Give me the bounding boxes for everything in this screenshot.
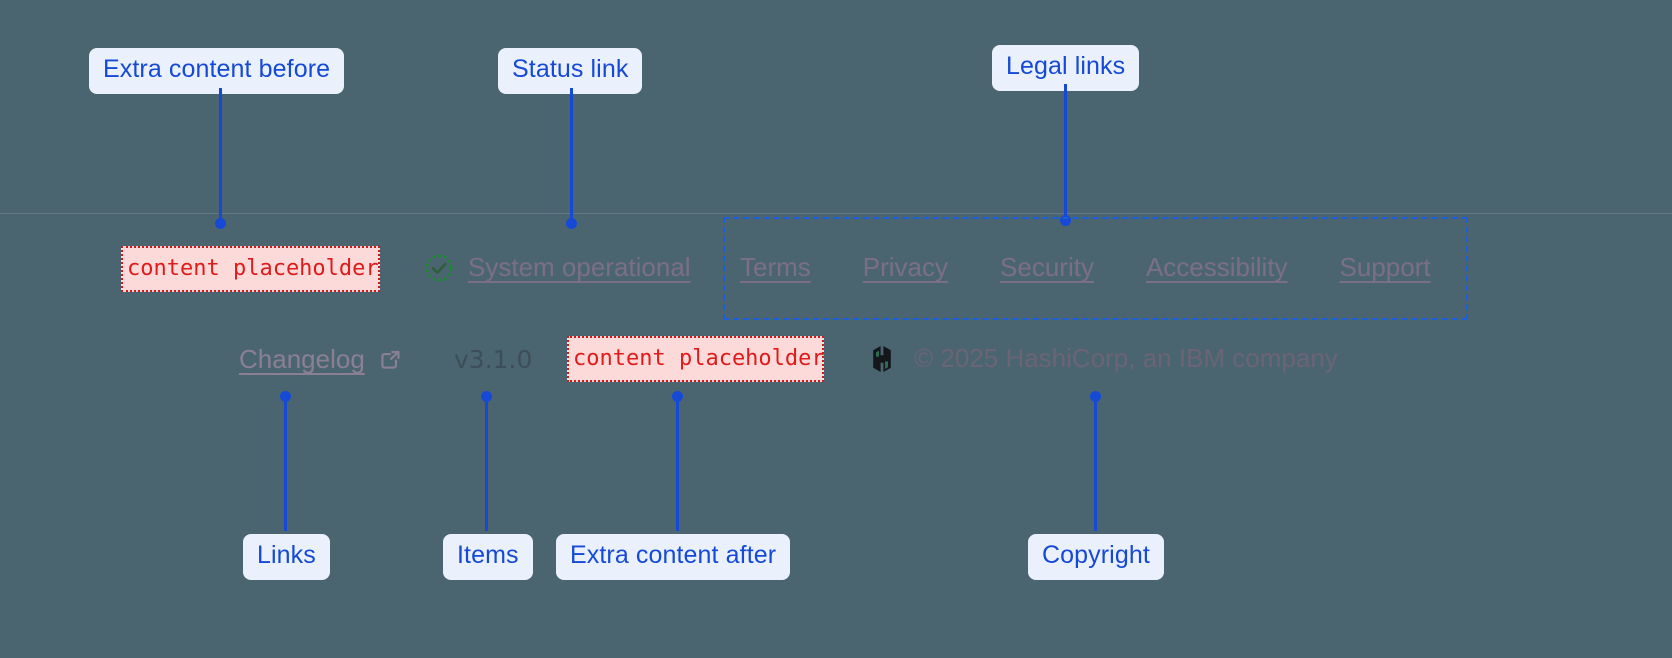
legal-link-accessibility[interactable]: Accessibility xyxy=(1145,252,1288,282)
callout-status-link: Status link xyxy=(498,48,643,94)
status-link[interactable]: System operational xyxy=(424,252,691,283)
legal-link-support[interactable]: Support xyxy=(1339,252,1431,282)
version-label: v3.1.0 xyxy=(454,345,533,374)
footer-top-divider xyxy=(0,213,1672,214)
legal-links-list: Terms Privacy Security Accessibility Sup… xyxy=(740,252,1431,283)
leader-dot-status-link xyxy=(566,218,577,229)
status-label: System operational xyxy=(468,252,691,282)
legal-link-terms[interactable]: Terms xyxy=(740,252,811,282)
legal-links-highlight-box xyxy=(723,217,1468,320)
callout-links: Links xyxy=(243,534,330,580)
leader-line-items xyxy=(485,396,488,531)
leader-line-links xyxy=(284,396,287,531)
callout-extra-content-before: Extra content before xyxy=(89,48,345,94)
changelog-link[interactable]: Changelog xyxy=(239,344,403,375)
copyright-text: © 2025 HashiCorp, an IBM company xyxy=(914,343,1338,373)
changelog-label: Changelog xyxy=(239,344,365,374)
leader-dot-legal-links xyxy=(1060,215,1071,226)
leader-line-copyright xyxy=(1094,396,1097,531)
callout-legal-links: Legal links xyxy=(992,45,1140,91)
leader-line-extra-content-after xyxy=(676,396,679,531)
legal-link-security[interactable]: Security xyxy=(1000,252,1094,282)
leader-line-legal-links xyxy=(1064,84,1067,220)
leader-line-status-link xyxy=(570,88,573,224)
leader-dot-extra-content-before xyxy=(215,218,226,229)
callout-extra-content-after: Extra content after xyxy=(556,534,791,580)
callout-copyright: Copyright xyxy=(1028,534,1164,580)
callout-items: Items xyxy=(443,534,533,580)
legal-link-privacy[interactable]: Privacy xyxy=(862,252,949,282)
external-link-icon xyxy=(377,347,403,373)
leader-line-extra-content-before xyxy=(219,88,222,224)
hashicorp-logo-icon xyxy=(868,344,896,374)
slot-after-placeholder: content placeholder xyxy=(567,336,825,382)
copyright-block: © 2025 HashiCorp, an IBM company xyxy=(868,343,1338,374)
slot-before-placeholder: content placeholder xyxy=(121,246,380,292)
check-circle-icon xyxy=(424,253,454,283)
